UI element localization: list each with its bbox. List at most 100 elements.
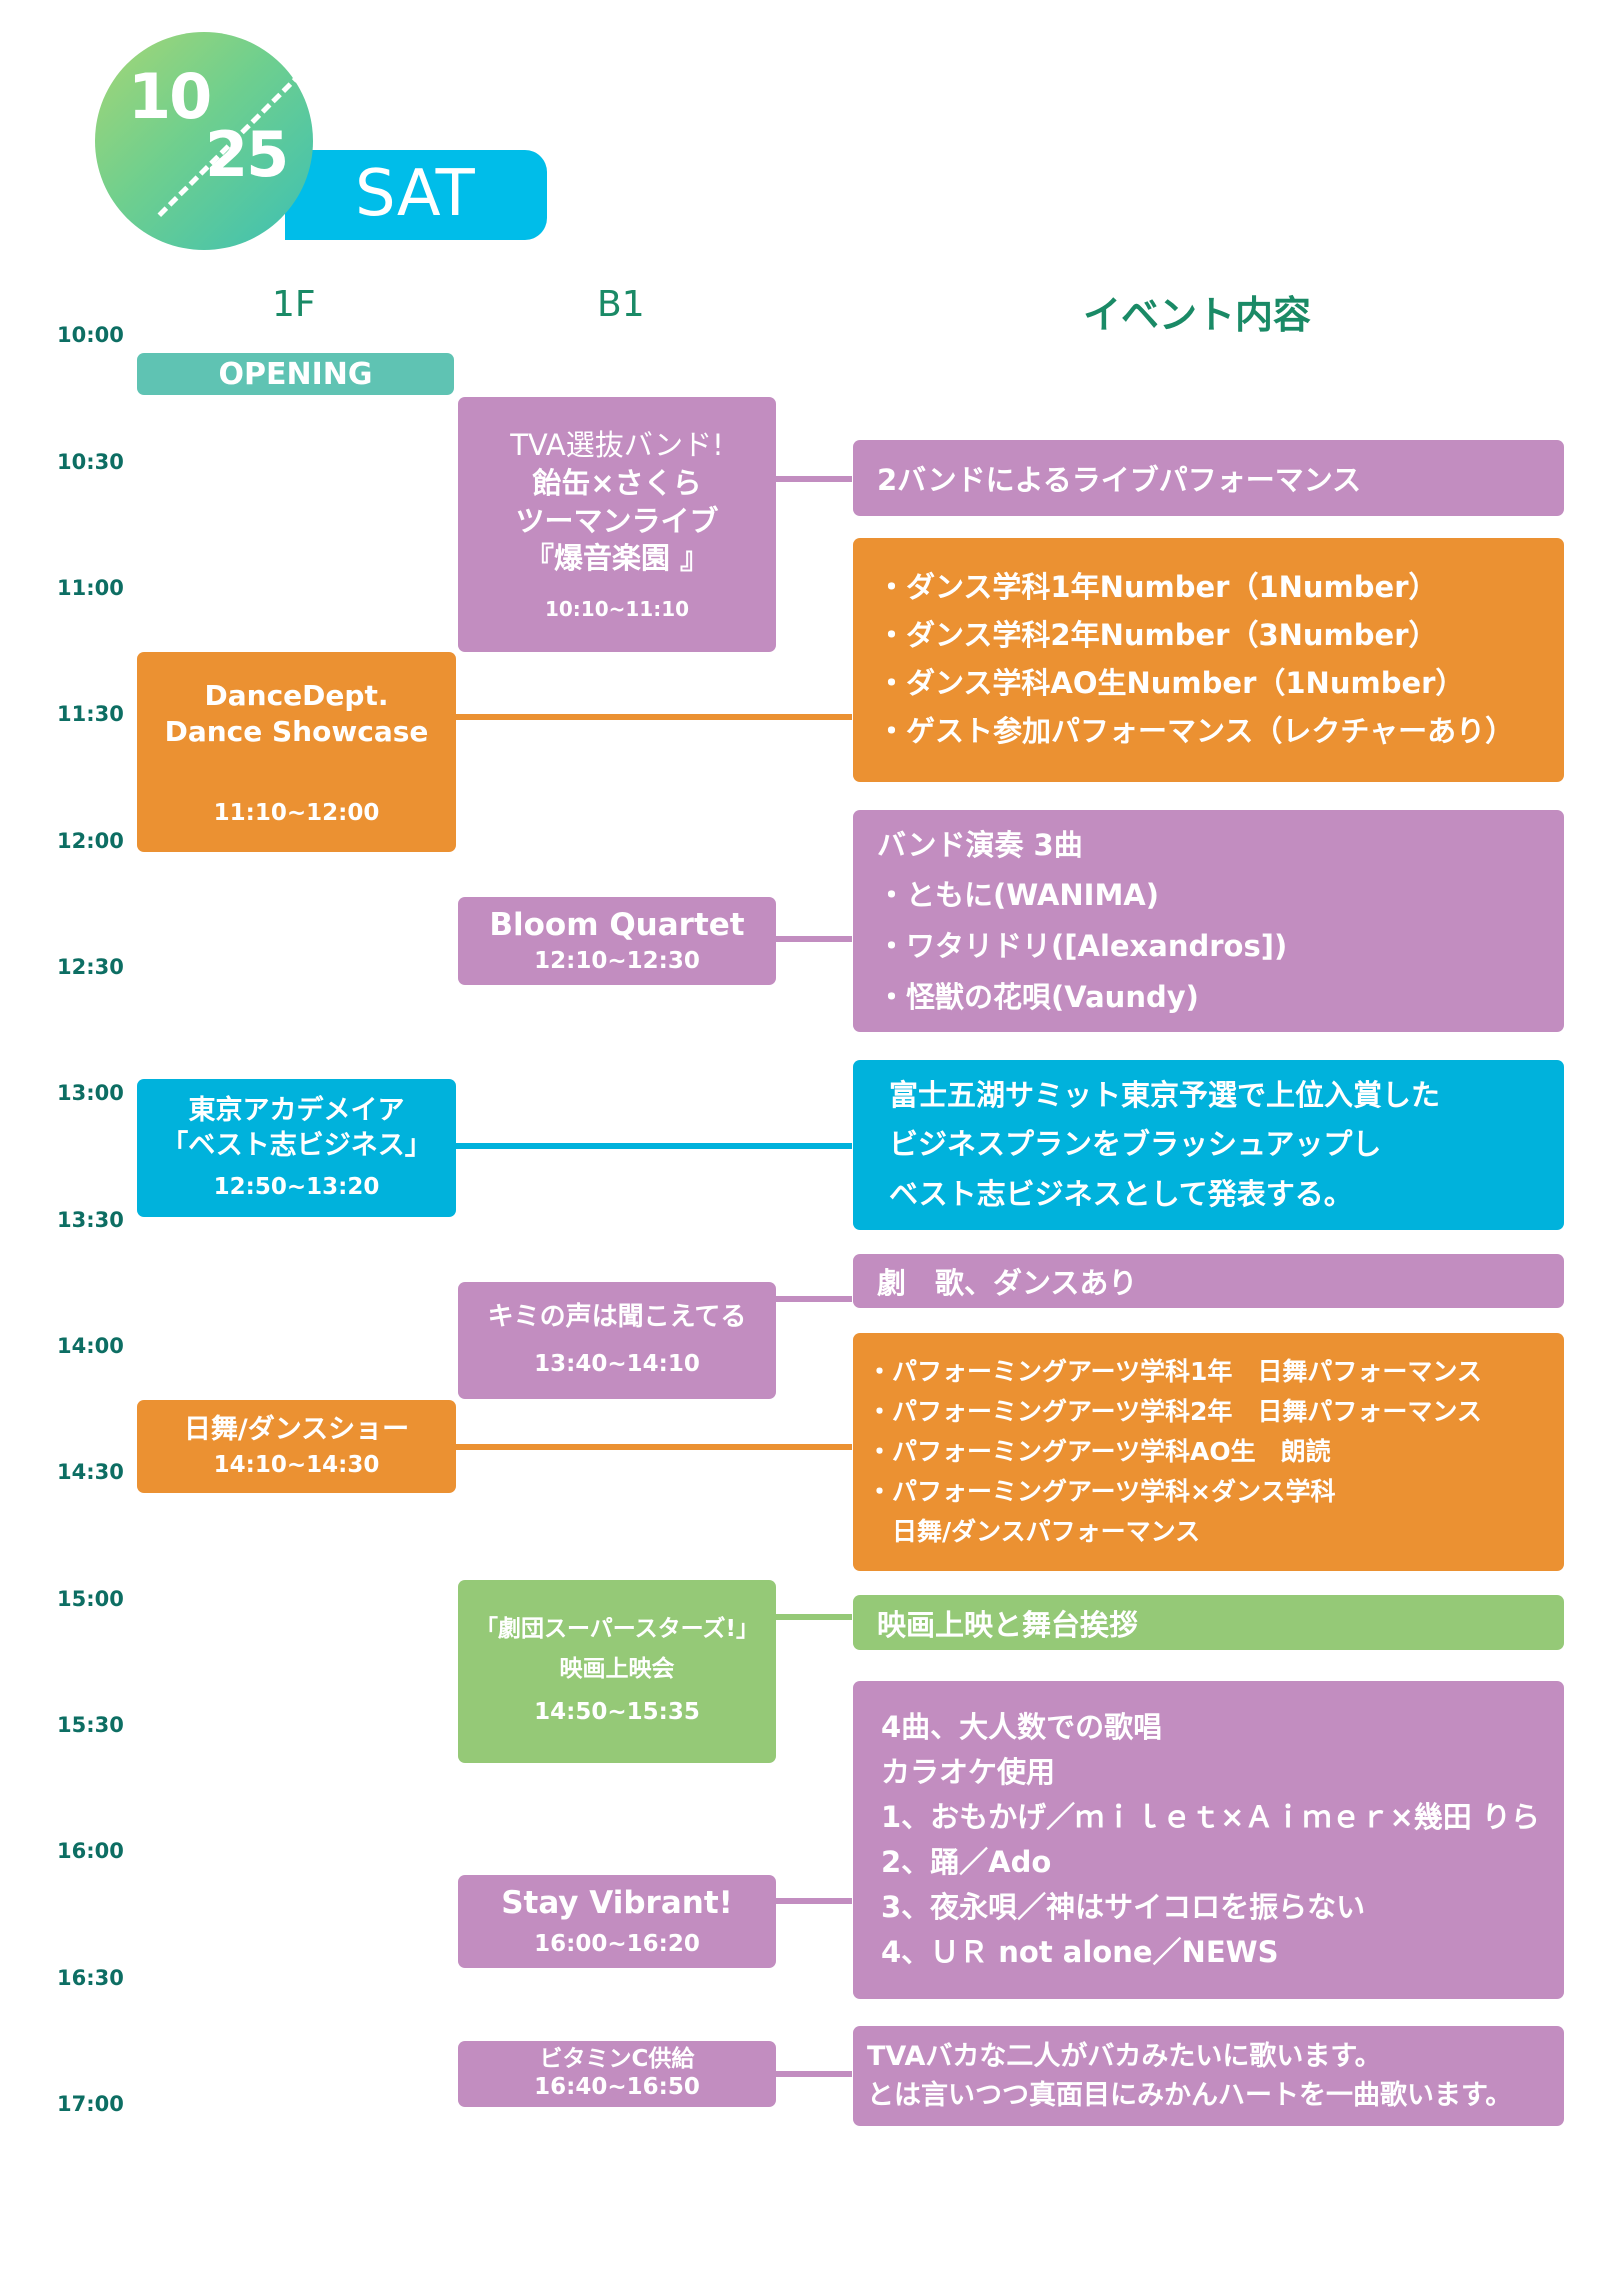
time-label: 13:30 [57,1208,124,1232]
event-title: Stay Vibrant! [501,1885,733,1922]
event-kimi-no-koe: キミの声は聞こえてる 13:40~14:10 [458,1282,776,1399]
date-circle [95,32,313,250]
weekday-pill [285,150,547,240]
event-title: Bloom Quartet [489,906,745,943]
description-line: ・ワタリドリ([Alexandros]) [877,929,1288,963]
description-line: ・パフォーミングアーツ学科×ダンス学科 [867,1477,1336,1506]
event-time: 12:50~13:20 [213,1174,380,1201]
time-label: 10:00 [57,323,124,347]
event-time: 12:10~12:30 [534,948,700,975]
description-line: ・ダンス学科1年Number（1Number） [877,570,1438,605]
description-line: とは言いつつ真面目にみかんハートを一曲歌います。 [867,2080,1513,2111]
event-description-bloom: バンド演奏 3曲 ・ともに(WANIMA) ・ワタリドリ([Alexandros… [853,810,1564,1032]
event-title-line: TVA選抜バンド! [510,428,724,463]
event-title-line: 東京アカデメイア [188,1094,405,1126]
column-header-1f: 1F [272,284,316,325]
time-label: 12:30 [57,955,124,979]
time-label: 15:00 [57,1587,124,1611]
description-line: 2バンドによるライブパフォーマンス [877,463,1362,497]
description-line: 3、夜永唄／神はサイコロを振らない [881,1889,1366,1924]
description-line: 2、踊／Ado [881,1845,1052,1879]
description-line: ・パフォーミングアーツ学科2年 日舞パフォーマンス [867,1397,1482,1426]
event-title-line: 映画上映会 [559,1655,675,1682]
event-tokyo-academeia: 東京アカデメイア 「ベスト志ビジネス」 12:50~13:20 [137,1079,456,1217]
time-label: 17:00 [57,2092,124,2116]
time-label: 11:30 [57,702,124,726]
description-line: ・パフォーミングアーツ学科1年 日舞パフォーマンス [867,1357,1482,1386]
description-line: 日舞/ダンスパフォーマンス [867,1517,1201,1546]
event-time: 16:40~16:50 [534,2074,700,2100]
description-line: ・怪獣の花唄(Vaundy) [877,979,1199,1014]
description-line: ・ともに(WANIMA) [877,878,1159,913]
event-bloom-quartet: Bloom Quartet 12:10~12:30 [458,897,776,985]
time-label: 16:30 [57,1966,124,1990]
event-title-line: 『爆音楽園 』 [524,541,710,576]
event-title-line: 「ベスト志ビジネス」 [161,1130,432,1162]
date-day: 25 [205,118,289,191]
connector-nichibu [452,1444,852,1450]
event-description-tokyo: 富士五湖サミット東京予選で上位入賞した ビジネスプランをブラッシュアップし ベス… [853,1060,1564,1230]
event-title: OPENING [218,356,373,392]
time-label: 15:30 [57,1713,124,1737]
event-description-gekidan: 映画上映と舞台挨拶 [853,1595,1564,1650]
date-month: 10 [128,60,212,133]
description-line: ・パフォーミングアーツ学科AO生 朗読 [867,1437,1331,1466]
event-tva-band: TVA選抜バンド! 飴缶×さくら ツーマンライブ 『爆音楽園 』 10:10~1… [458,397,776,652]
event-title: 日舞/ダンスショー [183,1414,410,1445]
event-description-kimi: 劇 歌、ダンスあり [853,1254,1564,1308]
time-label: 14:00 [57,1334,124,1358]
event-description-nichibu: ・パフォーミングアーツ学科1年 日舞パフォーマンス ・パフォーミングアーツ学科2… [853,1333,1564,1571]
connector-vitamin [770,2071,852,2077]
description-line: ビジネスプランをブラッシュアップし [889,1127,1382,1162]
event-description-stay-vibrant: 4曲、大人数での歌唱 カラオケ使用 1、おもかげ／ｍｉｌｅｔ×Ａｉｍｅｒ×幾田 … [853,1681,1564,1999]
event-title-line: DanceDept. [204,679,389,712]
event-title-line: 「劇団スーパースターズ!」 [475,1615,759,1642]
event-time: 14:50~15:35 [534,1699,700,1726]
connector-tva-band [770,476,852,482]
connector-tokyo [452,1143,852,1149]
time-label: 13:00 [57,1081,124,1105]
description-line: ・ダンス学科2年Number（3Number） [877,618,1438,653]
time-label: 16:00 [57,1839,124,1863]
event-gekidan-superstars: 「劇団スーパースターズ!」 映画上映会 14:50~15:35 [458,1580,776,1763]
description-line: TVAバカな二人がバカみたいに歌います。 [867,2040,1382,2072]
event-opening: OPENING [137,353,454,395]
event-time: 11:10~12:00 [213,799,380,826]
description-line: 4、ＵＲ not alone／NEWS [881,1934,1279,1969]
time-label: 14:30 [57,1460,124,1484]
connector-stay [770,1898,852,1904]
connector-dance [452,714,852,720]
description-line: カラオケ使用 [881,1755,1056,1790]
event-title: キミの声は聞こえてる [487,1301,747,1332]
description-line: ・ダンス学科AO生Number（1Number） [877,666,1465,700]
column-header-b1: B1 [597,284,645,325]
description-line: 劇 歌、ダンスあり [877,1266,1138,1300]
event-description-vitamin: TVAバカな二人がバカみたいに歌います。 とは言いつつ真面目にみかんハートを一曲… [853,2026,1564,2126]
event-dance-showcase: DanceDept. Dance Showcase 11:10~12:00 [137,652,456,852]
description-line: 映画上映と舞台挨拶 [877,1607,1139,1642]
connector-bloom [770,936,852,942]
column-header-event: イベント内容 [1083,293,1312,337]
event-time: 14:10~14:30 [213,1452,380,1479]
time-label: 10:30 [57,450,124,474]
event-title-line: Dance Showcase [164,715,429,749]
description-line: 4曲、大人数での歌唱 [881,1710,1163,1745]
event-vitamin-c: ビタミンC供給 16:40~16:50 [458,2041,776,2107]
description-line: 富士五湖サミット東京予選で上位入賞した [889,1078,1441,1113]
description-line: 1、おもかげ／ｍｉｌｅｔ×Ａｉｍｅｒ×幾田 りら [881,1800,1540,1835]
event-time: 10:10~11:10 [544,596,690,621]
time-label: 11:00 [57,576,124,600]
connector-gekidan [770,1614,852,1620]
description-line: ベスト志ビジネスとして発表する。 [889,1176,1353,1211]
time-label: 12:00 [57,829,124,853]
event-title: ビタミンC供給 [539,2046,695,2073]
event-description-dance: ・ダンス学科1年Number（1Number） ・ダンス学科2年Number（3… [853,538,1564,782]
event-title-line: 飴缶×さくら [532,465,702,500]
date-weekday: SAT [355,157,475,231]
description-line: バンド演奏 3曲 [877,827,1083,862]
event-nichibu-dance: 日舞/ダンスショー 14:10~14:30 [137,1400,456,1493]
event-stay-vibrant: Stay Vibrant! 16:00~16:20 [458,1875,776,1968]
event-time: 13:40~14:10 [534,1351,700,1378]
event-time: 16:00~16:20 [534,1930,700,1957]
connector-kimi [770,1296,852,1302]
